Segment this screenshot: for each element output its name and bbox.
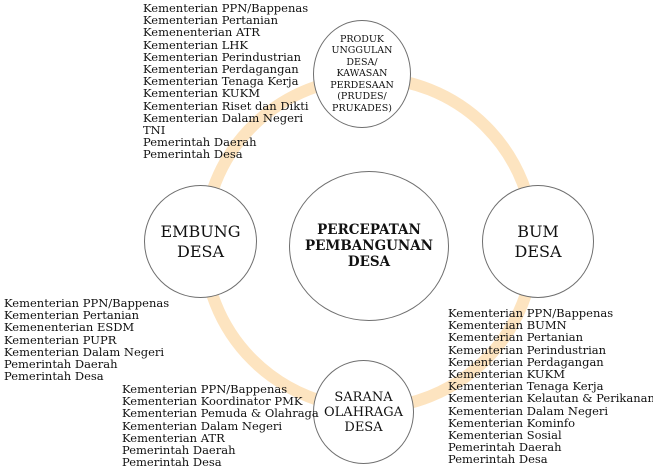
list-item: Kementerian PPN/Bappenas [4,296,170,310]
node-bum-desa: BUM DESA [482,185,594,298]
node-sarana-olahraga-desa: SARANA OLAHRAGA DESA [313,360,414,464]
list-item: Kementerian LHK [143,37,248,52]
list-item: Kementerian Dalam Negeri [122,418,283,433]
node-prudes-prukades: PRODUK UNGGULAN DESA/ KAWASAN PERDESAAN … [313,20,411,128]
center-node-label: PERCEPATAN PEMBANGUNAN DESA [304,222,434,270]
list-item: Kementerian BUMN [448,318,567,333]
list-item: Kementerian Sosial [448,428,562,443]
list-item: Kementerian Perindustrian [143,49,302,64]
list-item: Kementerian Pemuda & Olahraga [122,406,319,421]
node-sarana-olahraga-desa-label: SARANA OLAHRAGA DESA [324,389,403,435]
list-item: Kementerian Riset dan Dikti [143,98,309,113]
agency-list-bum-desa: Kementerian PPN/Bappenas Kementerian BUM… [448,307,653,466]
list-item: Kementerian PPN/Bappenas [448,306,614,320]
list-item: Pemerintah Daerah [143,135,257,150]
list-item: Kementerian Tenaga Kerja [143,74,299,89]
list-item: Kemenenterian ESDM [4,320,135,335]
list-item: Kementerian Kominfo [448,415,576,430]
list-item: Pemerintah Daerah [4,357,118,372]
list-item: Kementerian KUKM [448,367,565,382]
list-item: Pemerintah Desa [4,369,104,384]
list-item: Kementerian Dalam Negeri [448,403,609,418]
center-node: PERCEPATAN PEMBANGUNAN DESA [289,171,449,321]
list-item: Pemerintah Desa [143,147,243,162]
list-item: Kementerian Pertanian [4,308,140,323]
list-item: Pemerintah Daerah [448,440,562,455]
list-item: Kementerian PUPR [4,332,117,347]
list-item: Pemerintah Daerah [122,443,236,458]
list-item: Kementerian Perindustrian [448,342,607,357]
node-embung-desa-label: EMBUNG DESA [160,221,241,261]
list-item: Pemerintah Desa [122,455,222,470]
agency-list-sarana-olahraga: Kementerian PPN/Bappenas Kementerian Koo… [122,382,319,470]
list-item: Kementerian Dalam Negeri [143,110,304,125]
agency-list-embung: Kementerian PPN/Bappenas Kementerian Per… [4,296,170,384]
list-item: Kementerian Perdagangan [448,354,604,369]
list-item: Kementerian PPN/Bappenas [143,1,309,15]
list-item: Kementerian ATR [122,430,225,445]
list-item: Kementerian Kelautan & Perikanan [448,391,653,406]
list-item: TNI [143,123,166,138]
node-prudes-prukades-label: PRODUK UNGGULAN DESA/ KAWASAN PERDESAAN … [330,34,394,114]
list-item: Kementerian PPN/Bappenas [122,382,288,396]
list-item: Kementerian KUKM [143,86,260,101]
list-item: Kementerian Koordinator PMK [122,394,303,409]
list-item: Kementerian Pertanian [143,13,279,28]
list-item: Pemerintah Desa [448,452,548,467]
agency-list-prudes: Kementerian PPN/Bappenas Kementerian Per… [143,2,309,161]
list-item: Kemenenterian ATR [143,25,260,40]
list-item: Kementerian Perdagangan [143,62,299,77]
list-item: Kementerian Tenaga Kerja [448,379,604,394]
node-bum-desa-label: BUM DESA [514,221,562,261]
node-embung-desa: EMBUNG DESA [144,185,257,298]
list-item: Kementerian Dalam Negeri [4,344,165,359]
list-item: Kementerian Pertanian [448,330,584,345]
